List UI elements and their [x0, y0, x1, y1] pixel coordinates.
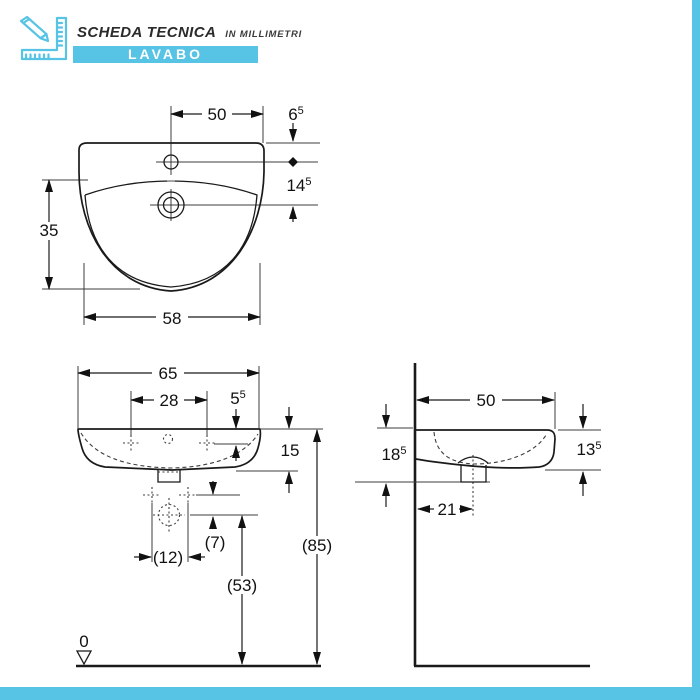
- accent-border-bottom: [0, 687, 700, 700]
- extension-lines: [77, 366, 323, 562]
- supply-connections: [143, 487, 197, 503]
- dim-label-tap-from-edge: 65: [288, 105, 304, 124]
- dimension-lines: [77, 369, 321, 665]
- dim-label-front-edge-height: 135: [576, 440, 601, 459]
- drain-outlet-side: [460, 465, 487, 483]
- drain-hole-inner: [162, 196, 180, 214]
- dim-label-tap-to-drain: 145: [286, 176, 311, 195]
- basin-inner-rim-top: [84, 180, 258, 288]
- product-banner: LAVABO: [73, 46, 258, 63]
- zero-datum-triangle: [75, 650, 93, 666]
- dim-label-bowl-depth: 35: [40, 221, 59, 240]
- basin-outline-side: [415, 429, 556, 469]
- bowl-hidden-line-side: [433, 431, 547, 465]
- dim-label-rim-height: (85): [302, 536, 332, 555]
- dim-label-apron-height: 15: [281, 441, 300, 460]
- dim-label-supply-to-trap: (7): [205, 533, 226, 552]
- drain-outlet-front: [157, 470, 181, 483]
- pencil-ruler-icon: [19, 15, 68, 61]
- dim-label-trap-height: (53): [227, 576, 257, 595]
- side-view: 50 135 185 21: [355, 363, 602, 668]
- dim-label-wall-drop: 185: [381, 445, 406, 464]
- accent-border-right: [692, 0, 700, 700]
- dim-label-edge-to-holes: 55: [230, 389, 246, 408]
- basin-outline-front: [77, 428, 262, 471]
- front-view: 65 28 55 15 (12) (7) (53) (85) 0: [75, 364, 338, 668]
- siphon: [153, 498, 185, 532]
- sheet-title: SCHEDA TECNICA: [77, 24, 217, 41]
- top-view: 50 65 145 35 58: [35, 105, 320, 328]
- tap-hole: [163, 154, 179, 170]
- dim-label-supply-spacing: (12): [153, 548, 183, 567]
- basin-outline-top: [78, 142, 265, 292]
- bowl-bottom-hidden-line: [80, 432, 259, 469]
- unit-note: IN MILLIMETRI: [225, 29, 303, 40]
- overflow-hole: [162, 433, 174, 445]
- dim-label-trap-from-wall: 21: [438, 500, 457, 519]
- dim-label-top-width-upper: 50: [208, 105, 227, 124]
- dimension-diamond: [288, 157, 298, 167]
- trap-dome: [457, 456, 489, 464]
- dim-label-hole-spacing: 28: [160, 391, 179, 410]
- extension-lines: [42, 106, 320, 325]
- dim-label-top-width-lower: 58: [163, 309, 182, 328]
- dim-label-zero-datum: 0: [79, 632, 88, 651]
- drain-hole-outer: [157, 191, 185, 219]
- dim-label-front-width: 65: [159, 364, 178, 383]
- dim-label-side-depth: 50: [477, 391, 496, 410]
